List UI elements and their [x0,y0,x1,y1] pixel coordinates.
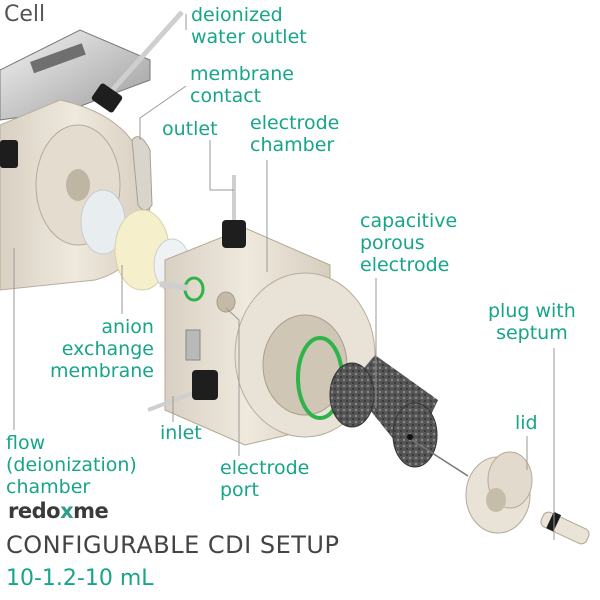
plug-with-septum [540,511,590,545]
deionized-outlet-fitting [91,10,184,113]
membrane-contact-plate [131,136,153,211]
leader-outlet [209,140,234,191]
inlet-fitting [147,370,218,412]
volumes-label: 10-1.2-10 mL [6,566,154,591]
setup-title: CONFIGURABLE CDI SETUP [6,531,340,559]
brand-suffix: me [73,499,109,523]
leader-membrane-contact [139,85,187,140]
cell-title: Cell [4,2,46,27]
label-plug-with-septum: plug with septum [488,300,576,344]
label-anion-exchange-membrane: anion exchange membrane [50,316,154,382]
leader-electrode-port [225,307,240,456]
capacitive-porous-electrode [329,355,469,477]
lid [465,451,533,534]
label-deionized-water-outlet: deionized water outlet [191,4,307,48]
label-outlet: outlet [162,118,218,140]
brand-mark: x [60,499,74,523]
outlet-fitting [222,175,246,248]
label-electrode-chamber: electrode chamber [250,112,340,156]
metal-bracket [0,29,151,121]
label-membrane-contact: membrane contact [190,63,294,107]
label-lid: lid [515,412,538,434]
brand-prefix: redo [8,499,61,523]
side-fitting-icon [0,140,18,168]
brand-logo: redoxme [8,499,109,523]
label-electrode-port: electrode port [220,457,310,501]
label-capacitive-porous-electrode: capacitive porous electrode [360,210,458,276]
label-inlet: inlet [160,422,202,444]
leader-lines [13,14,555,540]
label-flow-chamber: flow (deionization) chamber [6,432,137,498]
electrode-port-hole-icon [216,291,236,313]
